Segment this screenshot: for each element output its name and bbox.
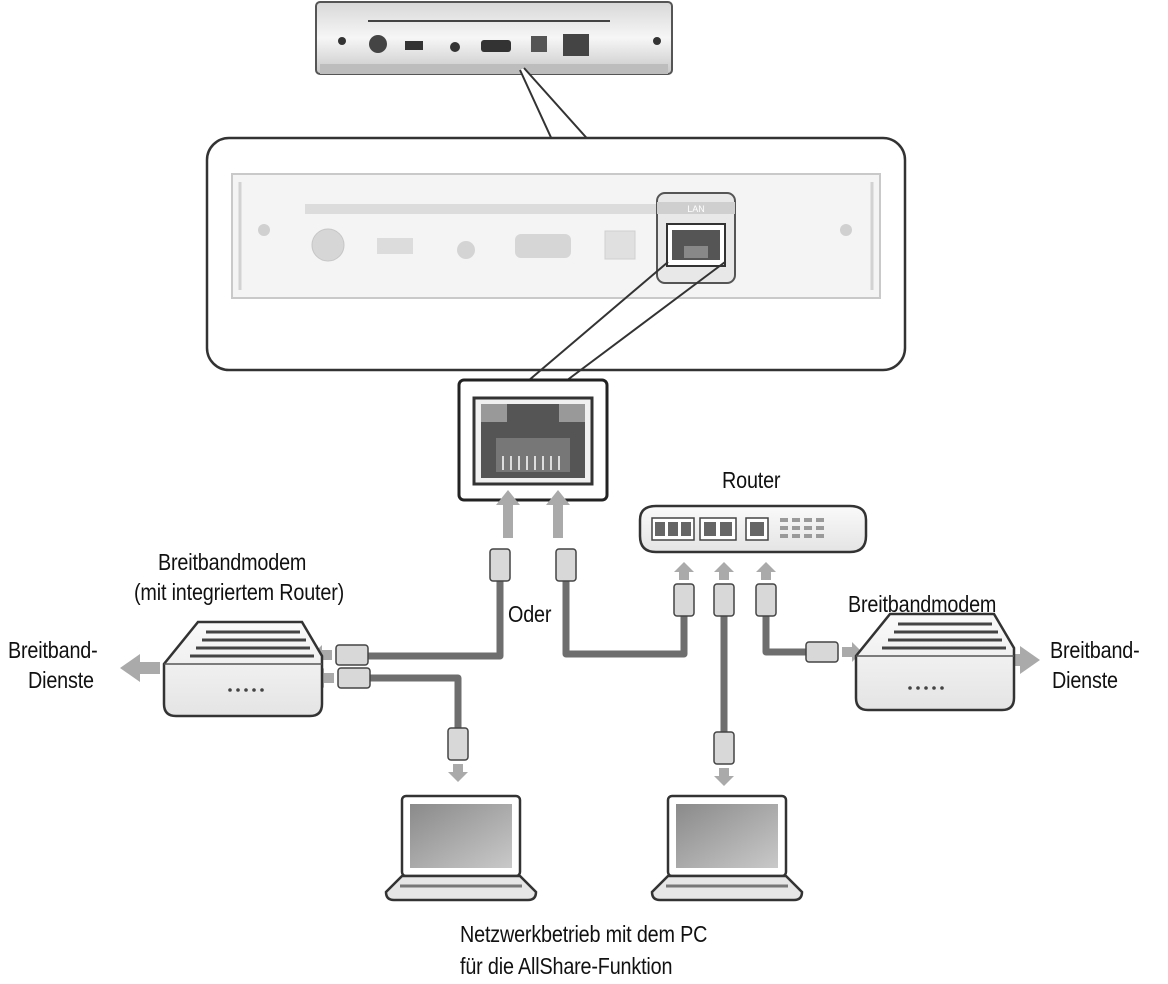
rj45-plugs: [335, 548, 839, 765]
router-device: [638, 504, 868, 554]
zoom-callout: LAN: [205, 136, 907, 372]
router-label: Router: [722, 467, 781, 493]
lan-port-label: LAN: [687, 204, 705, 214]
ethernet-cables: [366, 580, 806, 736]
pc-label-line2: für die AllShare-Funktion: [460, 953, 673, 979]
broadband-right-label-line2: Dienste: [1052, 667, 1118, 693]
laptop-right: [650, 794, 804, 902]
modem-left-label-line2: (mit integriertem Router): [134, 579, 345, 605]
device-rear-panel: [315, 1, 673, 75]
arrows-into-lan-port: [496, 490, 570, 538]
zoom-leader-line: [527, 261, 669, 382]
pc-label-line1: Netzwerkbetrieb mit dem PC: [460, 921, 708, 947]
broadband-left-label-line1: Breitband-: [8, 637, 98, 663]
modem-left-label-line1: Breitbandmodem: [158, 549, 307, 575]
lan-port-enlarged: [457, 378, 609, 502]
broadband-right-label-line1: Breitband-: [1050, 637, 1140, 663]
broadband-modem-left: [162, 620, 324, 718]
or-label: Oder: [508, 601, 552, 627]
broadband-left-label-line2: Dienste: [28, 667, 94, 693]
broadband-modem-right: [854, 612, 1016, 712]
modem-right-label: Breitbandmodem: [848, 591, 997, 617]
laptop-left: [384, 794, 538, 902]
zoom-callout-pointer: [519, 67, 595, 145]
